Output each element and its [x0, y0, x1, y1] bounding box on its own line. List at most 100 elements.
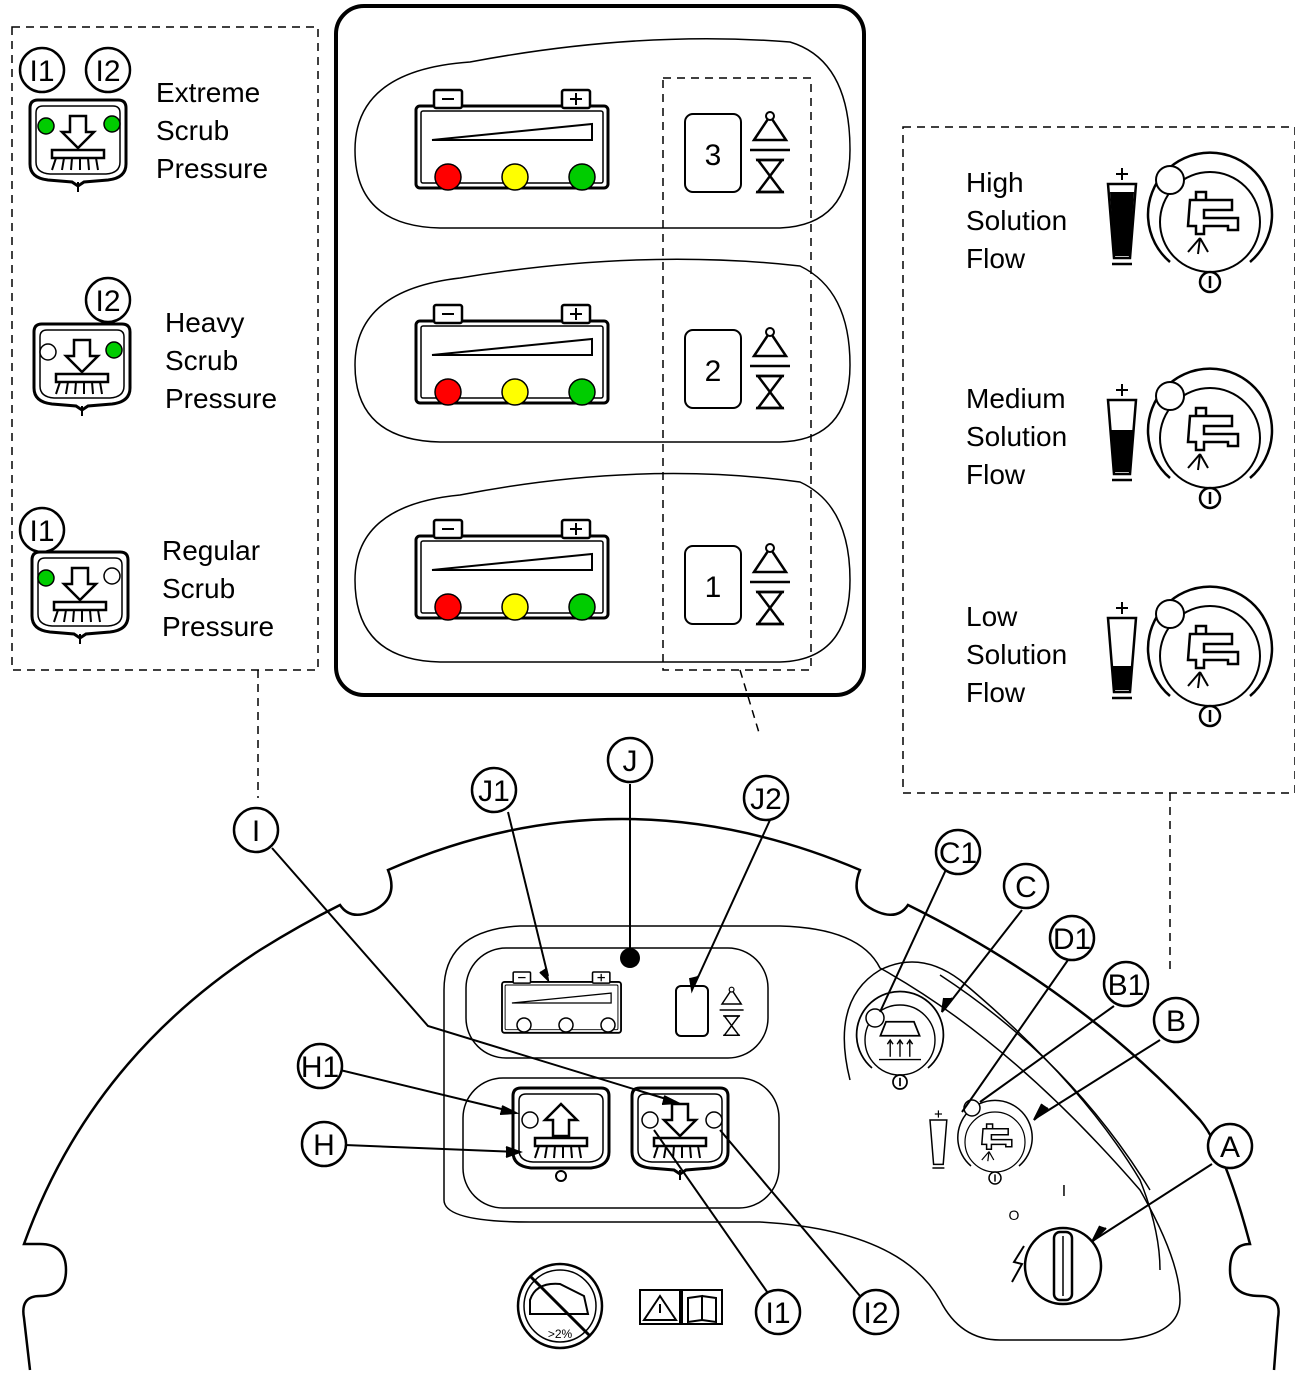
callout-h1: H1: [296, 1042, 344, 1090]
battery-led-yellow: [501, 593, 529, 621]
leader-lines: [271, 784, 1213, 1297]
callout-c1: C1: [934, 828, 982, 876]
battery-led-green: [568, 163, 596, 191]
legend-text: Heavy: [165, 307, 244, 338]
legend-text: Regular: [162, 535, 260, 566]
led-i2: [103, 567, 121, 585]
flow-level-icon: [1106, 600, 1138, 700]
led-i2: [103, 115, 121, 133]
legend-text: High: [966, 167, 1024, 198]
switch-off-mark: O: [1009, 1207, 1020, 1223]
hour-meter-display: [684, 545, 742, 625]
badge-label: I2: [95, 55, 120, 88]
hour-meter-display: [684, 113, 742, 193]
legend-text: Flow: [966, 243, 1026, 274]
callout-b1: B1: [1102, 960, 1150, 1008]
callout-label: H: [313, 1129, 335, 1162]
legend-extreme-scrub: I1 I2 Extreme Scrub Pressure: [18, 46, 268, 194]
power-icon: [1011, 1245, 1025, 1283]
manual-icon: [687, 1294, 717, 1324]
callout-a: A: [1206, 1122, 1254, 1170]
callout-j: J: [606, 736, 654, 784]
scrub-pressure-legend: I1 I2 Extreme Scrub Pressure I2 Heavy Sc…: [11, 26, 319, 798]
battery-hour-meter-legend: 3 2 1: [334, 4, 866, 737]
callout-label: J: [623, 745, 638, 778]
legend-medium-flow: Medium Solution Flow: [966, 367, 1274, 510]
legend-heavy-scrub: I2 Heavy Scrub Pressure: [32, 276, 277, 418]
flow-level-icon: [1106, 166, 1138, 266]
callout-c: C: [1002, 862, 1050, 910]
badge-label: I1: [29, 55, 54, 88]
battery-led-red: [434, 593, 462, 621]
legend-text: Flow: [966, 459, 1026, 490]
callout-label: B1: [1108, 969, 1145, 1002]
battery-led-red: [434, 378, 462, 406]
panel-outline: [22, 817, 1280, 1371]
callouts: J J1 J2 I C1 C D1 B1 B A H1 H I1 I2: [232, 736, 1254, 1336]
legend-text: Flow: [966, 677, 1026, 708]
callout-j2: J2: [742, 774, 790, 822]
hour-meter-value: 1: [705, 571, 722, 604]
badge-label: I1: [29, 515, 54, 548]
legend-text: Pressure: [156, 153, 268, 184]
grade-label: >2%: [548, 1327, 573, 1341]
battery-led: [558, 1017, 574, 1033]
legend-high-flow: High Solution Flow: [966, 151, 1274, 294]
battery-led: [516, 1017, 532, 1033]
callout-label: H1: [301, 1051, 339, 1084]
led-i1: [37, 569, 55, 587]
callout-d1: D1: [1048, 914, 1096, 962]
callout-label: J1: [478, 775, 510, 808]
vacuum-button[interactable]: [855, 990, 945, 1090]
callout-i1: I1: [754, 1288, 802, 1336]
callout-label: C: [1015, 871, 1037, 904]
badge-label: I2: [95, 285, 120, 318]
vacuum-icon: [879, 1020, 921, 1037]
led-i2: [705, 1111, 723, 1129]
flow-led: [1155, 381, 1185, 411]
led-c1: [865, 1008, 885, 1028]
scrub-brush-icon: [28, 98, 128, 194]
callout-b: B: [1152, 996, 1200, 1044]
warning-icon: [642, 1294, 678, 1321]
callout-label: C1: [939, 837, 977, 870]
hour-meter-display: [684, 329, 742, 409]
flow-level-icon: [1106, 382, 1138, 482]
legend-text: Solution: [966, 639, 1067, 670]
callout-badge: I2: [84, 46, 132, 94]
battery-led-green: [568, 593, 596, 621]
battery-led-yellow: [501, 163, 529, 191]
callout-i2: I2: [852, 1288, 900, 1336]
status-indicator-j: [620, 948, 640, 968]
callout-badge: I1: [18, 46, 66, 94]
hour-glass-icon: [748, 326, 792, 410]
legend-text: Solution: [966, 421, 1067, 452]
key-switch[interactable]: [1023, 1226, 1103, 1306]
led-b1: [963, 1099, 981, 1117]
battery-led-green: [568, 378, 596, 406]
solution-flow-legend: High Solution Flow Medium Solution Flow: [902, 126, 1295, 975]
no-slope-icon: >2%: [516, 1262, 604, 1350]
scrub-up-button[interactable]: [511, 1086, 611, 1183]
legend-low-flow: Low Solution Flow: [966, 585, 1274, 728]
battery-led: [600, 1017, 616, 1033]
hour-meter-value: 3: [705, 139, 722, 172]
led-i2: [105, 341, 123, 359]
hour-glass-icon: [718, 986, 745, 1036]
callout-label: D1: [1053, 923, 1091, 956]
scrub-panel: [462, 1077, 780, 1209]
led-i1: [39, 343, 57, 361]
callout-label: I: [252, 815, 260, 848]
callout-label: B: [1166, 1005, 1186, 1038]
control-panel: I O >2%: [22, 817, 1280, 1371]
legend-text: Scrub: [156, 115, 229, 146]
battery-led-yellow: [501, 378, 529, 406]
legend-text: Solution: [966, 205, 1067, 236]
legend-text: Pressure: [165, 383, 277, 414]
legend-text: Scrub: [165, 345, 238, 376]
callout-j1: J1: [470, 766, 518, 814]
callout-label: A: [1220, 1131, 1240, 1164]
callout-badge: I2: [84, 276, 132, 324]
warning-sticker: [639, 1289, 723, 1325]
